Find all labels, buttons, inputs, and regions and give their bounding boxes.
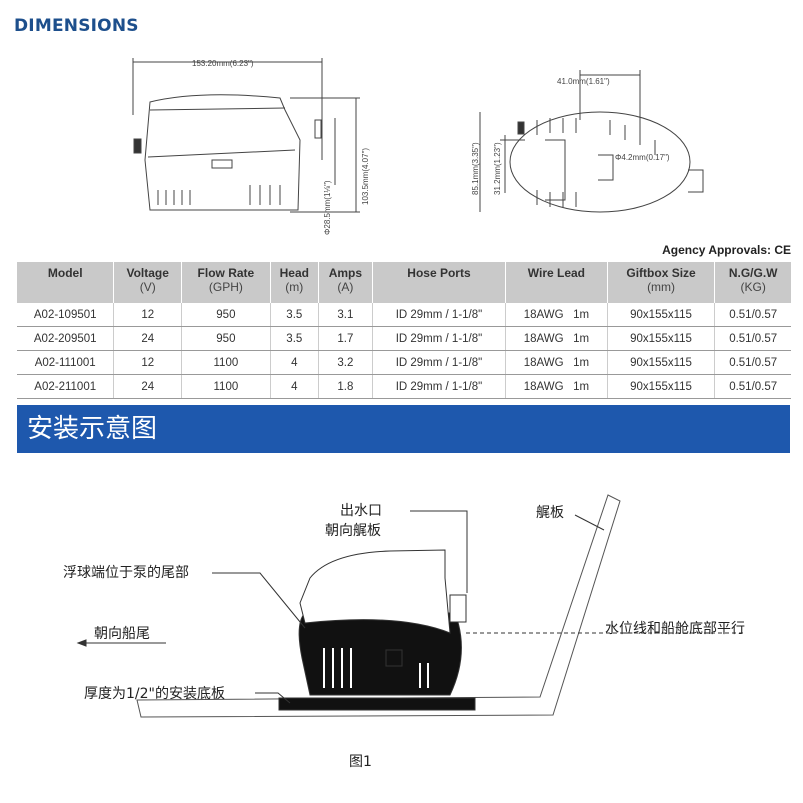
table-cell: 4 <box>270 374 319 399</box>
hole-spacing-dim: 41.0mm(1.61") <box>557 77 610 86</box>
table-cell: 0.51/0.57 <box>714 374 791 399</box>
header-title: Hose Ports <box>407 266 471 280</box>
side-view-drawing: 153.20mm(6.23") 103.5mm(4.07") Φ28.5mm(1… <box>132 58 704 235</box>
header-title: Flow Rate <box>197 266 255 280</box>
table-cell: 24 <box>113 374 183 399</box>
header-title: N.G/G.W <box>728 266 778 280</box>
height-dim: 103.5mm(4.07") <box>361 148 370 205</box>
table-cell: 3.5 <box>270 303 319 327</box>
header-unit: (KG) <box>740 280 766 294</box>
table-cell: 90x155x115 <box>607 350 716 375</box>
length-dim: 153.20mm(6.23") <box>192 59 254 68</box>
slot-dim: 31.2mm(1.23") <box>493 142 502 195</box>
column-header: Giftbox Size(mm) <box>607 262 716 303</box>
table-cell: 3.1 <box>318 303 373 327</box>
table-cell: ID 29mm / 1-1/8" <box>372 350 507 375</box>
table-cell: 950 <box>181 303 271 327</box>
header-title: Giftbox Size <box>626 266 696 280</box>
table-cell: 1100 <box>181 350 271 375</box>
table-cell: ID 29mm / 1-1/8" <box>372 374 507 399</box>
column-header: Hose Ports <box>372 262 507 303</box>
column-header: Model <box>17 262 115 303</box>
table-cell: 3.5 <box>270 326 319 351</box>
table-cell: A02-111001 <box>17 350 115 375</box>
table-cell: 90x155x115 <box>607 374 716 399</box>
table-cell: 4 <box>270 350 319 375</box>
table-cell: 0.51/0.57 <box>714 303 791 327</box>
header-unit: (m) <box>285 280 304 294</box>
table-cell: 18AWG 1m <box>505 350 608 375</box>
outlet-label-1: 出水口 <box>340 503 382 519</box>
table-cell: 1.7 <box>318 326 373 351</box>
table-cell: 18AWG 1m <box>505 303 608 327</box>
table-cell: 1.8 <box>318 374 373 399</box>
table-cell: 90x155x115 <box>607 303 716 327</box>
outlet-dim: Φ28.5mm(1⅛") <box>323 180 332 235</box>
table-cell: 18AWG 1m <box>505 374 608 399</box>
column-header: Voltage(V) <box>113 262 183 303</box>
waterline-label: 水位线和船舱底部平行 <box>605 621 745 637</box>
table-cell: 0.51/0.57 <box>714 350 791 375</box>
table-cell: 3.2 <box>318 350 373 375</box>
section-title: DIMENSIONS <box>14 16 139 36</box>
table-cell: 18AWG 1m <box>505 326 608 351</box>
header-unit: (V) <box>139 280 156 294</box>
float-label: 浮球端位于泵的尾部 <box>63 565 189 581</box>
table-cell: A02-109501 <box>17 303 115 327</box>
header-unit: (A) <box>337 280 354 294</box>
figure-caption: 图1 <box>349 754 372 770</box>
table-cell: 90x155x115 <box>607 326 716 351</box>
table-cell: 1100 <box>181 374 271 399</box>
header-unit: (mm) <box>647 280 676 294</box>
hole-dim: Φ4.2mm(0.17") <box>615 153 670 162</box>
table-cell: A02-209501 <box>17 326 115 351</box>
header-title: Amps <box>328 266 363 280</box>
width-dim: 85.1mm(3.35") <box>471 142 480 195</box>
column-header: Wire Lead <box>505 262 608 303</box>
header-unit: (GPH) <box>208 280 243 294</box>
install-diagram <box>76 494 745 718</box>
header-title: Voltage <box>126 266 169 280</box>
transom-label: 艉板 <box>536 505 564 521</box>
table-cell: ID 29mm / 1-1/8" <box>372 303 507 327</box>
table-cell: A02-211001 <box>17 374 115 399</box>
header-title: Model <box>47 266 83 280</box>
header-title: Wire Lead <box>527 266 586 280</box>
agency-approvals: Agency Approvals: CE <box>662 243 791 257</box>
table-cell: 0.51/0.57 <box>714 326 791 351</box>
stern-label: 朝向船尾 <box>94 626 150 642</box>
table-cell: 24 <box>113 326 183 351</box>
table-cell: 12 <box>113 350 183 375</box>
table-cell: 950 <box>181 326 271 351</box>
table-cell: ID 29mm / 1-1/8" <box>372 326 507 351</box>
install-banner: 安装示意图 <box>17 405 790 453</box>
outlet-label-2: 朝向艉板 <box>325 523 381 539</box>
column-header: Amps(A) <box>318 262 373 303</box>
column-header: Head(m) <box>270 262 319 303</box>
table-cell: 12 <box>113 303 183 327</box>
column-header: N.G/G.W(KG) <box>714 262 791 303</box>
base-label: 厚度为1/2"的安装底板 <box>84 686 225 702</box>
column-header: Flow Rate(GPH) <box>181 262 271 303</box>
header-title: Head <box>279 266 309 280</box>
